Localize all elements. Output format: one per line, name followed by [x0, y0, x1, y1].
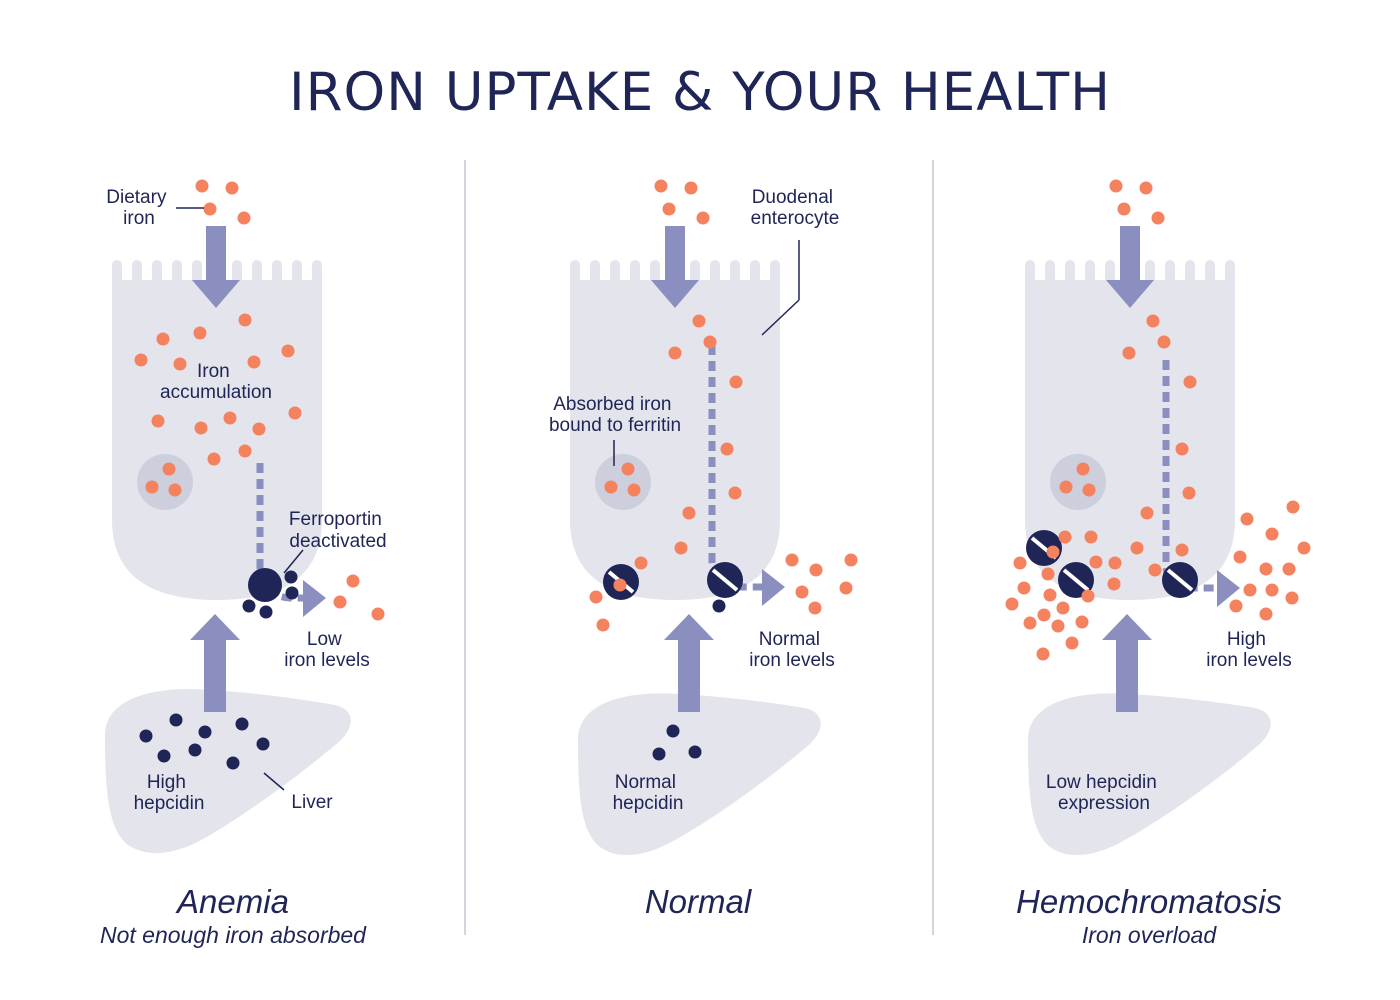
- panel-caption: Anemia: [175, 883, 289, 920]
- enterocyte-cell: [1025, 260, 1235, 600]
- ferritin-circle: [1050, 454, 1106, 510]
- iron-levels-label: Normal iron levels: [749, 629, 835, 671]
- panel-subcaption: Iron overload: [1082, 922, 1217, 948]
- export-arrowhead: [303, 580, 326, 617]
- panel-caption: Normal: [645, 883, 753, 920]
- hepcidin-label: Normal hepcidin: [613, 772, 684, 814]
- iron-levels-label: Low iron levels: [284, 629, 370, 671]
- hepcidin-label: High hepcidin: [134, 772, 205, 814]
- ferritin-circle: [137, 454, 193, 510]
- dietary-iron-arrow: [192, 226, 240, 308]
- enterocyte-label: Duodenal enterocyte: [751, 187, 840, 229]
- export-arrowhead: [762, 569, 785, 606]
- liver-shape: [1028, 693, 1271, 856]
- panel-hemochromatosis: High iron levels Low hepcidin expression…: [1005, 179, 1311, 948]
- panel-caption: Hemochromatosis: [1016, 883, 1282, 920]
- ferroportin-open-icon: [1058, 562, 1094, 598]
- panel-subcaption: Not enough iron absorbed: [100, 922, 367, 948]
- liver-label: Liver: [291, 792, 333, 813]
- enterocyte-cell: [112, 260, 322, 600]
- dietary-iron-arrow: [1106, 226, 1154, 308]
- leader-line: [761, 299, 800, 336]
- ferritin-label: Absorbed iron bound to ferritin: [549, 394, 681, 436]
- hepcidin-particles: [652, 724, 702, 761]
- hepcidin-arrow: [190, 614, 240, 712]
- dietary-iron-arrow: [651, 226, 699, 308]
- ferritin-circle: [595, 454, 651, 510]
- hepcidin-label: Low hepcidin expression: [1046, 772, 1162, 814]
- leader-line: [263, 772, 285, 791]
- iron-accumulation-label: Iron accumulation: [160, 361, 272, 403]
- dietary-iron-label: Dietary iron: [106, 187, 171, 229]
- enterocyte-cell: [570, 260, 780, 600]
- leader-line: [283, 549, 304, 574]
- ferroportin-deactivated-icon: [242, 568, 299, 619]
- hepcidin-arrow: [664, 614, 714, 712]
- hepcidin-arrow: [1102, 614, 1152, 712]
- hepcidin-particles: [139, 713, 270, 770]
- liver-shape: [105, 689, 351, 854]
- ferroportin-open-icon: [707, 562, 743, 613]
- liver-shape: [578, 693, 821, 856]
- ferroportin-label: Ferroportin deactivated: [289, 509, 387, 552]
- export-arrowhead: [1217, 570, 1240, 607]
- iron-particles: [134, 179, 385, 621]
- panel-normal: Duodenal enterocyte Absorbed iron bound …: [549, 179, 858, 920]
- ferroportin-open-icon: [1162, 562, 1198, 598]
- iron-particles: [1005, 179, 1311, 661]
- iron-particles: [589, 179, 858, 632]
- iron-levels-label: High iron levels: [1206, 629, 1292, 671]
- panel-anemia: Dietary iron Iron accumulation Ferroport…: [100, 179, 387, 948]
- page-title: IRON UPTAKE & YOUR HEALTH: [289, 62, 1111, 123]
